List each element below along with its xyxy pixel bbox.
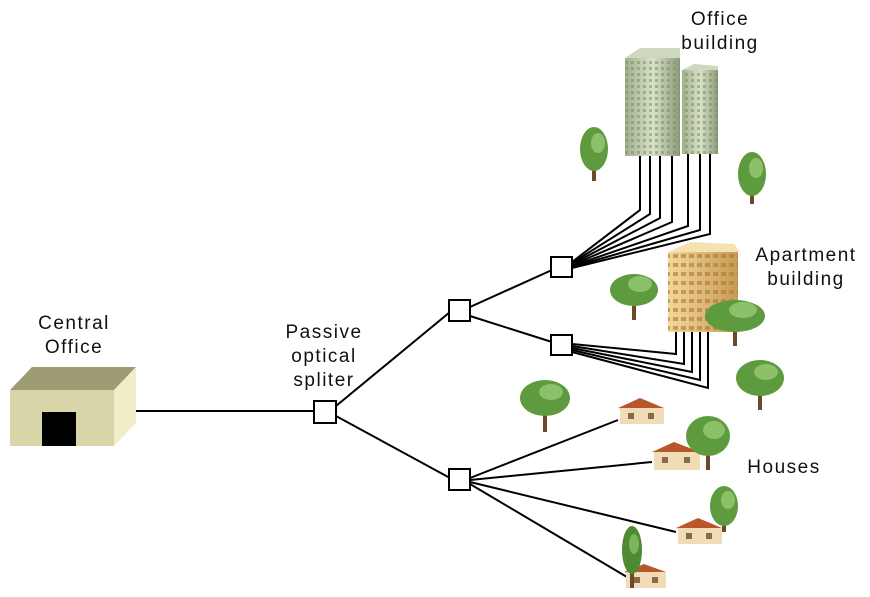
- tree-trunk: [543, 406, 547, 432]
- tree-trunk: [758, 386, 762, 410]
- central-office-building: [10, 367, 136, 446]
- office-splitter-node: [550, 256, 573, 278]
- central-office-top: [10, 367, 136, 390]
- central-office-label-line1: Central: [38, 313, 110, 334]
- tree-crown: [749, 158, 763, 178]
- office-drop: [571, 145, 711, 269]
- house-wall: [620, 408, 664, 424]
- office-building-icon: [625, 48, 718, 156]
- office-drop: [571, 155, 641, 263]
- tree-icon: [610, 274, 658, 320]
- central-office-label-line2: Office: [44, 337, 104, 358]
- tree-icon: [520, 380, 570, 432]
- tree-crown: [629, 534, 639, 554]
- tree-icon: [710, 486, 738, 532]
- tree-crown: [539, 384, 563, 400]
- house-icon: [676, 518, 722, 544]
- office-drop: [571, 155, 661, 265]
- office-building-label: Office building: [660, 8, 780, 56]
- apartment-building-label: Apartment building: [746, 244, 866, 292]
- tree-crown: [754, 364, 778, 380]
- office-drop-fibers: [571, 145, 711, 269]
- tree-trunk: [632, 298, 636, 320]
- central-office-label: Central Office: [14, 312, 134, 360]
- splitter-label-line3: spliter: [293, 370, 355, 391]
- apartment-building-label-line2: building: [767, 269, 845, 290]
- office-tower-right-windows: [682, 70, 718, 154]
- apartment-drop: [571, 330, 693, 374]
- fiber-splitter-to-lower: [335, 415, 451, 479]
- house-drop: [469, 481, 677, 533]
- apartment-building-label-line1: Apartment: [755, 245, 857, 266]
- house-drop: [469, 461, 653, 481]
- tree-icon: [736, 360, 784, 410]
- tree-icon: [705, 300, 765, 346]
- house-icon: [652, 442, 700, 470]
- office-tower-left-windows: [625, 58, 680, 156]
- tree-trunk: [630, 562, 634, 588]
- tree-trunk: [733, 324, 737, 346]
- house-window: [662, 457, 668, 463]
- tree-crown: [628, 276, 652, 292]
- house-window: [628, 413, 634, 419]
- central-office-side: [114, 367, 136, 446]
- tree-trunk: [706, 446, 710, 470]
- house-drop: [469, 419, 619, 479]
- central-office-door: [42, 412, 76, 446]
- house-icon: [618, 398, 664, 424]
- house-wall: [626, 572, 666, 588]
- tree-icon: [580, 127, 608, 181]
- tree-crown: [721, 491, 735, 509]
- house-window: [634, 577, 640, 583]
- main-splitter-node: [313, 400, 337, 424]
- splitter-label: Passive optical spliter: [264, 321, 384, 393]
- apartment-drop: [571, 330, 685, 366]
- office-building-label-line1: Office: [690, 9, 750, 30]
- tree-crown: [591, 133, 605, 153]
- tree-crown: [729, 302, 757, 318]
- house-wall: [654, 452, 700, 470]
- house-window: [684, 457, 690, 463]
- apartment-splitter-node: [550, 334, 573, 356]
- house-drop: [469, 483, 633, 581]
- splitter-label-line2: optical: [291, 346, 357, 367]
- house-window: [652, 577, 658, 583]
- office-drop: [571, 145, 701, 268]
- splitter-label-line1: Passive: [285, 322, 363, 343]
- apartment-roof: [668, 242, 740, 252]
- fiber-splitter-to-upper: [335, 311, 451, 407]
- office-building-label-line2: building: [681, 33, 759, 54]
- apartment-drop: [571, 330, 701, 382]
- upper-splitter-node: [448, 299, 471, 322]
- splitter-nodes: [313, 256, 573, 491]
- tree-trunk: [592, 163, 596, 181]
- lower-splitter-node: [448, 468, 471, 491]
- tree-icon: [622, 526, 642, 588]
- house-window: [706, 533, 712, 539]
- house-window: [686, 533, 692, 539]
- fiber-upper-to-apartment-node: [469, 315, 553, 343]
- tree-crown: [703, 421, 725, 439]
- office-drop: [571, 148, 689, 267]
- fiber-upper-to-office-node: [469, 269, 553, 308]
- tree-icon: [686, 416, 730, 470]
- houses-label: Houses: [747, 457, 821, 478]
- fiber-lines: [136, 269, 553, 479]
- office-drop: [571, 155, 673, 266]
- apartment-drop-fibers: [571, 330, 709, 390]
- house-drop-fibers: [469, 419, 677, 581]
- house-wall: [678, 528, 722, 544]
- apartment-drop: [571, 330, 677, 356]
- apartment-drop: [571, 330, 709, 390]
- office-drop: [571, 155, 651, 264]
- tree-icon: [738, 152, 766, 204]
- house-window: [648, 413, 654, 419]
